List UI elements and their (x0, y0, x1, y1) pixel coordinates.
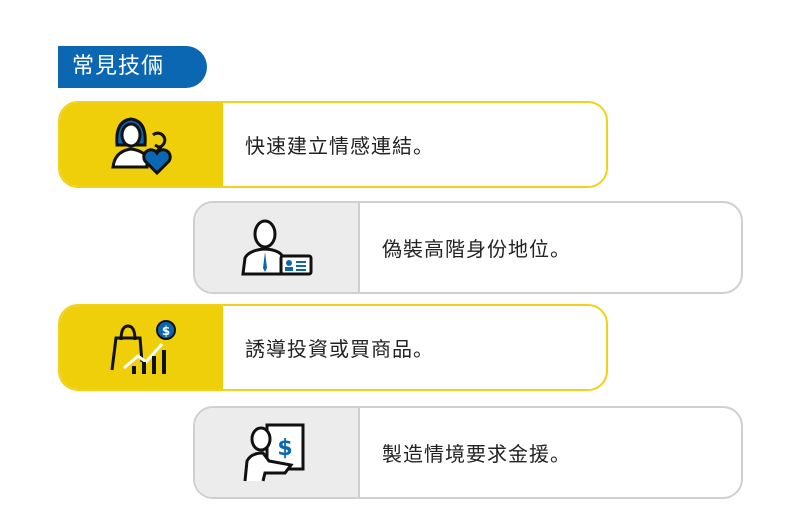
tactic-card-3: $ 誘導投資或買商品。 (58, 304, 608, 391)
tactic-card-2: 偽裝高階身份地位。 (193, 201, 743, 294)
tactic-text: 偽裝高階身份地位。 (382, 237, 571, 261)
svg-text:$: $ (161, 324, 169, 338)
shopping-bag-growth-icon: $ (60, 306, 223, 389)
tactic-text: 製造情境要求金援。 (382, 442, 571, 466)
businessman-id-card-icon (195, 203, 360, 292)
woman-heart-icon (60, 103, 223, 186)
svg-text:$: $ (277, 436, 292, 461)
section-title: 常見技倆 (58, 46, 207, 88)
person-money-request-icon: $ (195, 408, 360, 497)
tactic-card-1: 快速建立情感連結。 (58, 101, 608, 188)
tactic-text: 快速建立情感連結。 (245, 134, 434, 158)
tactic-card-4: $ 製造情境要求金援。 (193, 406, 743, 499)
tactic-text: 誘導投資或買商品。 (245, 337, 434, 361)
